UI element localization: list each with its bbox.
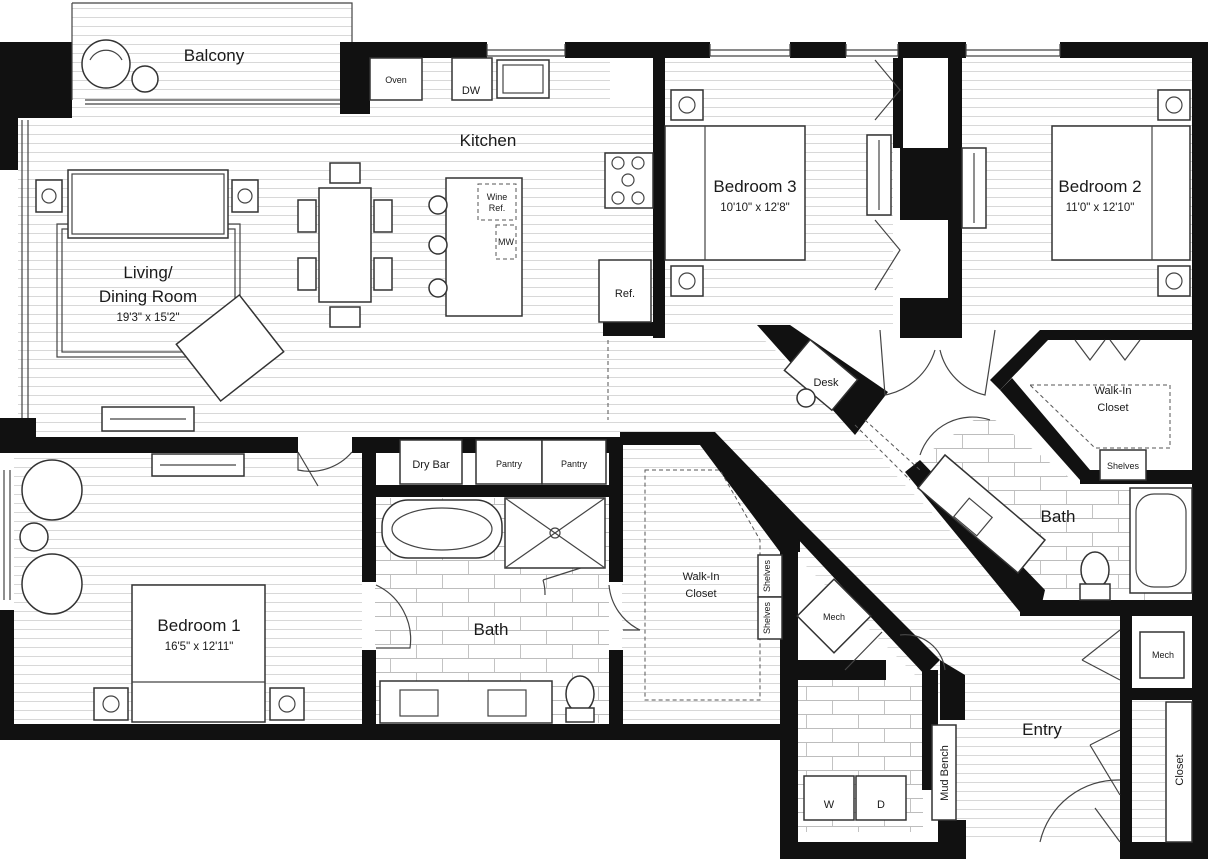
fixture-labels: Oven DW Wine Ref. MW Ref. Dry Bar Pantry… — [385, 75, 1186, 811]
mech-label-1: Mech — [823, 612, 845, 622]
bedroom2-label: Bedroom 2 — [1058, 177, 1141, 196]
pantry-label-1: Pantry — [496, 459, 523, 469]
living-dimensions: 19'3" x 15'2" — [116, 312, 179, 324]
pantry-drybar — [399, 439, 607, 485]
right-bath-fixtures — [916, 453, 1193, 601]
dishwasher-label: DW — [462, 85, 481, 97]
bedroom1-label: Bedroom 1 — [157, 616, 240, 635]
wine-ref-label-line2: Ref. — [489, 203, 506, 213]
doors — [297, 59, 1141, 843]
refrigerator-label: Ref. — [615, 288, 635, 300]
dining-set — [297, 162, 393, 328]
living-label-line1: Living/ — [123, 263, 172, 282]
center-walkin-label-line2: Closet — [685, 588, 716, 600]
microwave-label: MW — [498, 237, 514, 247]
bedroom3-furniture — [664, 89, 892, 297]
desk-label: Desk — [813, 377, 839, 389]
living-label-line2: Dining Room — [99, 287, 197, 306]
kitchen-label: Kitchen — [460, 131, 517, 150]
main-bath-fixtures — [379, 497, 606, 724]
dry-bar-label: Dry Bar — [412, 459, 450, 471]
dryer-label: D — [877, 799, 885, 811]
room-labels: Balcony Kitchen Living/ Dining Room 19'3… — [99, 46, 1142, 739]
oven-label: Oven — [385, 75, 407, 85]
bedroom2-dimensions: 11'0" x 12'10" — [1066, 202, 1135, 214]
desk-area — [783, 338, 859, 412]
bedroom1-dimensions: 16'5" x 12'11" — [165, 641, 234, 653]
right-bath-label: Bath — [1041, 507, 1076, 526]
laundry-mech — [796, 578, 1185, 821]
bedroom1-furniture — [19, 453, 305, 723]
wine-ref-label-line1: Wine — [487, 192, 508, 202]
windows — [3, 2, 1061, 600]
pantry-label-2: Pantry — [561, 459, 588, 469]
kitchen-fixtures — [369, 57, 654, 323]
mud-bench-label: Mud Bench — [939, 745, 951, 801]
washer-label: W — [824, 799, 835, 811]
closet-shelving — [644, 384, 1193, 843]
balcony-furniture — [81, 39, 159, 93]
entry-label: Entry — [1022, 720, 1062, 739]
main-bath-label: Bath — [474, 620, 509, 639]
right-walkin-label-line1: Walk-In — [1095, 385, 1132, 397]
center-shelves-label-2: Shelves — [762, 601, 772, 634]
mech-label-2: Mech — [1152, 650, 1174, 660]
right-walkin-label-line2: Closet — [1097, 402, 1128, 414]
closet-label: Closet — [1174, 754, 1186, 785]
balcony-label: Balcony — [184, 46, 245, 65]
bedroom3-label: Bedroom 3 — [713, 177, 796, 196]
living-furniture — [35, 169, 285, 432]
center-walkin-label-line1: Walk-In — [683, 571, 720, 583]
right-shelves-label: Shelves — [1107, 461, 1140, 471]
bedroom2-furniture — [961, 89, 1191, 297]
bedroom3-dimensions: 10'10" x 12'8" — [720, 202, 789, 214]
center-shelves-label-1: Shelves — [762, 559, 772, 592]
